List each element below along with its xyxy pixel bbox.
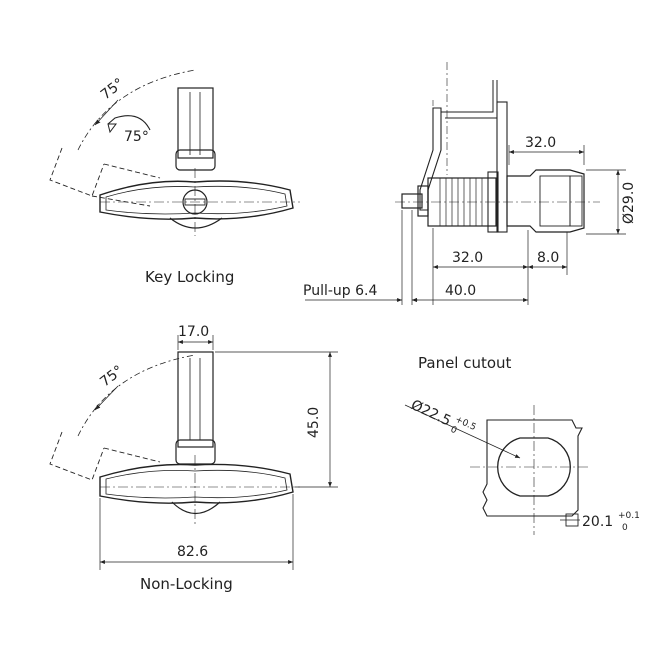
non-locking-handle	[99, 463, 294, 504]
non-locking-view	[49, 351, 300, 525]
pull-up-stub	[401, 193, 423, 209]
key-handle	[99, 180, 294, 220]
side-bracket	[419, 107, 442, 211]
side-dim-top: 32.0	[525, 135, 556, 151]
square-tol-lower: 0	[622, 523, 628, 533]
diameter-tol-lower: 0	[449, 425, 459, 437]
panel-cutout-title: Panel cutout	[418, 354, 512, 372]
square-symbol	[565, 513, 579, 527]
square-main: 20.1	[582, 514, 613, 530]
non-locking-rotation-arc	[77, 354, 196, 437]
side-dimensions	[305, 145, 626, 305]
non-locking-stem	[177, 351, 214, 448]
panel-outline	[482, 419, 583, 517]
side-view	[395, 62, 600, 233]
cutout-hole	[497, 437, 571, 497]
key-collar	[175, 149, 216, 171]
key-locking-caption: Key Locking	[145, 268, 234, 286]
rotation-arc-outer	[77, 69, 196, 151]
rotation-arrow-inner	[107, 115, 151, 131]
outer-cylinder	[506, 169, 585, 233]
panel-cutout-view	[404, 404, 590, 535]
key-rotation-inner-label: 75°	[124, 129, 149, 145]
non-locking-rotation-label: 75°	[97, 363, 126, 391]
non-locking-caption: Non-Locking	[140, 575, 233, 593]
key-stem	[177, 87, 214, 159]
diameter-main: Ø22.5	[408, 397, 453, 429]
diameter-tol-upper: +0.5	[453, 415, 477, 433]
pull-up-label: Pull-up 6.4	[303, 283, 377, 299]
side-dim-bottom-left: 32.0	[452, 250, 483, 266]
diameter-leader	[404, 404, 521, 459]
non-locking-width-overall: 82.6	[177, 544, 208, 560]
non-locking-width-top: 17.0	[178, 324, 209, 340]
non-locking-dimensions	[99, 335, 338, 570]
panel-plate	[496, 101, 508, 233]
key-rotation-outer-label: 75°	[98, 75, 127, 103]
side-dim-diameter: Ø29.0	[621, 182, 637, 224]
non-locking-height: 45.0	[306, 407, 322, 438]
side-dim-bottom-right: 8.0	[537, 250, 559, 266]
side-dim-overall: 40.0	[445, 283, 476, 299]
key-locking-view	[49, 69, 300, 236]
square-tol-upper: +0.1	[618, 511, 640, 521]
diameter-callout: Ø22.5 +0.5 0	[408, 397, 477, 437]
